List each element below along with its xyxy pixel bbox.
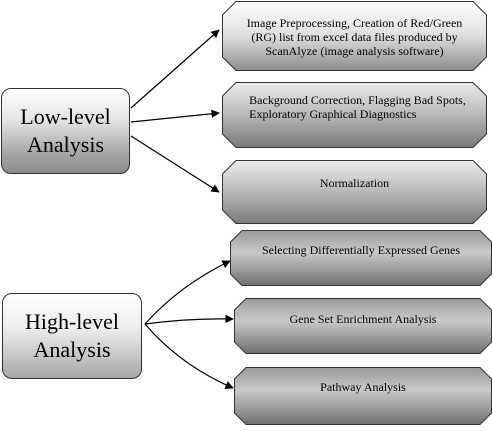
step-gene-set-enrichment: Gene Set Enrichment Analysis [234, 298, 492, 354]
octagon-shape [222, 82, 487, 148]
step-text: Gene Set Enrichment Analysis [234, 298, 492, 340]
high-level-analysis-box: High-level Analysis [2, 293, 142, 379]
low-level-title-line1: Low-level [20, 104, 111, 129]
octagon-shape [234, 298, 492, 354]
high-level-title-line2: Analysis [33, 337, 111, 362]
step-pathway-analysis: Pathway Analysis [234, 367, 492, 425]
low-level-analysis-box: Low-level Analysis [1, 88, 130, 174]
step-line: Selecting Differentially Expressed Genes [261, 243, 461, 257]
step-text: Normalization [222, 160, 487, 206]
step-line: Gene Set Enrichment Analysis [289, 312, 437, 326]
step-line: Background Correction, Flagging Bad Spot… [249, 93, 466, 107]
step-line: ScanAlyze (image analysis software) [265, 44, 444, 58]
step-line: Exploratory Graphical Diagnostics [249, 107, 417, 121]
step-image-preprocessing: Image Preprocessing, Creation of Red/Gre… [222, 1, 487, 71]
octagon-shape [222, 160, 487, 224]
octagon-shape [234, 367, 492, 425]
step-normalization: Normalization [222, 160, 487, 224]
step-line: Pathway Analysis [320, 380, 406, 394]
step-differential-expression: Selecting Differentially Expressed Genes [230, 230, 492, 286]
step-text: Image Preprocessing, Creation of Red/Gre… [222, 1, 487, 71]
step-text: Selecting Differentially Expressed Genes [230, 230, 492, 270]
step-line: Normalization [319, 176, 390, 190]
arrow-low-to-background [130, 109, 220, 123]
low-level-title-line2: Analysis [27, 132, 104, 157]
arrow-high-to-pathway [144, 323, 234, 389]
step-background-correction: Background Correction, Flagging Bad Spot… [222, 82, 487, 148]
arrow-low-to-preprocessing [130, 29, 220, 109]
arrow-low-to-normalization [130, 135, 220, 193]
arrow-high-to-differential [144, 260, 231, 325]
step-text: Pathway Analysis [234, 367, 492, 407]
octagon-shape [222, 1, 487, 71]
step-line: Image Preprocessing, Creation of Red/Gre… [246, 16, 463, 30]
step-text: Background Correction, Flagging Bad Spot… [222, 82, 487, 132]
step-line: (RG) list from excel data files produced… [251, 30, 458, 44]
high-level-title-line1: High-level [24, 309, 120, 334]
octagon-shape [230, 230, 492, 286]
arrow-high-to-enrichment [144, 314, 234, 325]
